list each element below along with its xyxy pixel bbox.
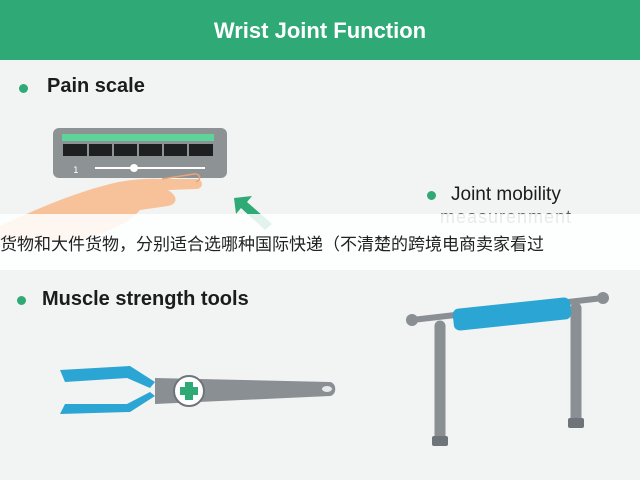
section-label-muscle-strength-tools: Muscle strength tools	[42, 288, 249, 310]
section-label-joint-mobility: Joint mobility	[451, 184, 561, 205]
title-bar	[0, 0, 640, 60]
bullet-muscle-strength	[17, 296, 26, 305]
grip-dynamometer-illustration	[60, 366, 336, 414]
grip-strength-frame-illustration	[406, 292, 609, 446]
bullet-pain-scale	[19, 84, 28, 93]
frame-blue-grip	[452, 297, 572, 331]
pain-scale-device-indicator	[62, 134, 214, 141]
section-label-pain-scale: Pain scale	[47, 75, 145, 97]
text-overlay-band	[0, 214, 640, 270]
bullet-joint-mobility	[427, 191, 436, 200]
pain-scale-min-label: 1	[73, 166, 79, 176]
dynamometer-jaw-upper	[60, 366, 155, 388]
pain-scale-slider-knob	[130, 164, 138, 172]
page-title: Wrist Joint Function	[213, 18, 427, 43]
dynamometer-jaw-lower	[60, 392, 155, 414]
overlay-caption-text: 货物和大件货物，分别适合选哪种国际快递（不清楚的跨境电商卖家看过	[0, 235, 544, 254]
